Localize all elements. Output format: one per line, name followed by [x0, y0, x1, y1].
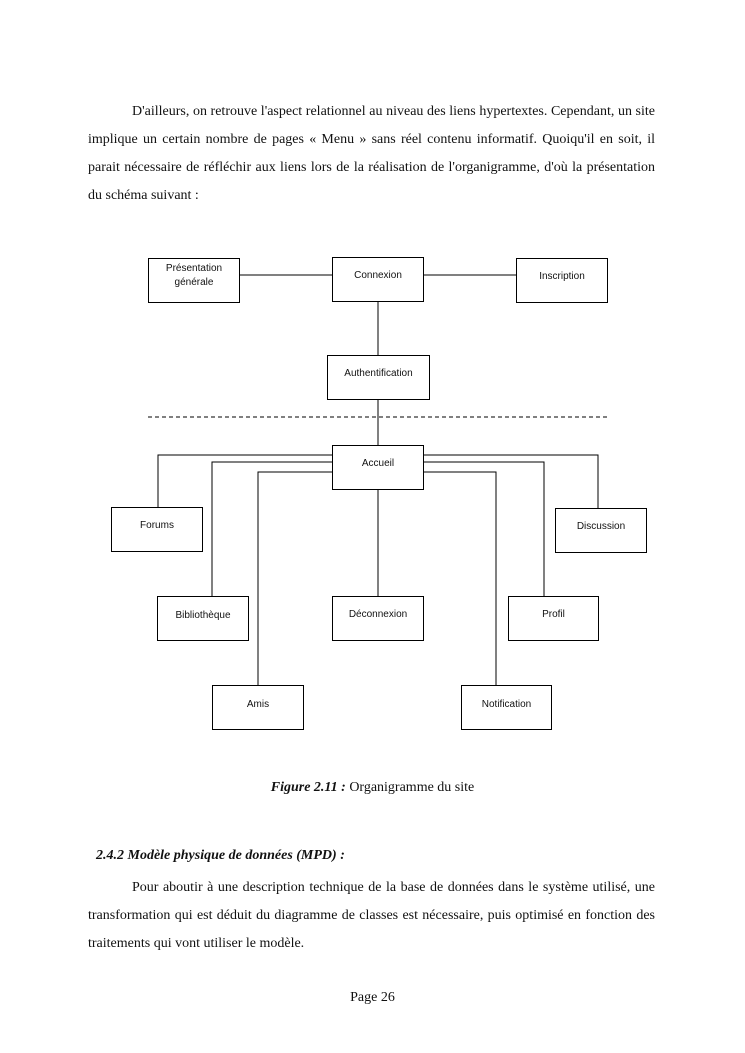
node-discussion: Discussion	[555, 508, 647, 553]
link-accueil-bibliotheque	[211, 461, 332, 596]
link-accueil-amis	[257, 471, 332, 685]
node-forums: Forums	[111, 507, 203, 552]
link-accueil-notification	[424, 471, 497, 685]
figure-caption-text: Organigramme du site	[345, 780, 475, 795]
body-paragraph: Pour aboutir à une description technique…	[88, 880, 655, 951]
node-authentification: Authentification	[327, 355, 430, 400]
node-presentation: Présentation générale	[148, 258, 240, 303]
link-accueil-profil	[424, 461, 545, 596]
organigram-connectors	[148, 274, 608, 685]
link-accueil-discussion	[424, 454, 599, 508]
site-organigram: Présentation générale Connexion Inscript…	[111, 257, 647, 730]
node-profil: Profil	[508, 596, 599, 641]
figure-caption: Figure 2.11 : Organigramme du site	[0, 780, 745, 796]
link-accueil-forums	[157, 454, 332, 507]
page-number: Page 26	[350, 990, 395, 1005]
node-inscription: Inscription	[516, 258, 608, 303]
intro-paragraph: D'ailleurs, on retrouve l'aspect relatio…	[88, 104, 655, 203]
figure-label: Figure 2.11 :	[270, 780, 346, 795]
node-notification: Notification	[461, 685, 552, 730]
node-amis: Amis	[212, 685, 304, 730]
node-accueil: Accueil	[332, 445, 424, 490]
node-bibliotheque: Bibliothèque	[157, 596, 249, 641]
node-connexion: Connexion	[332, 257, 424, 302]
section-heading: 2.4.2 Modèle physique de données (MPD) :	[96, 848, 345, 863]
node-deconnexion: Déconnexion	[332, 596, 424, 641]
